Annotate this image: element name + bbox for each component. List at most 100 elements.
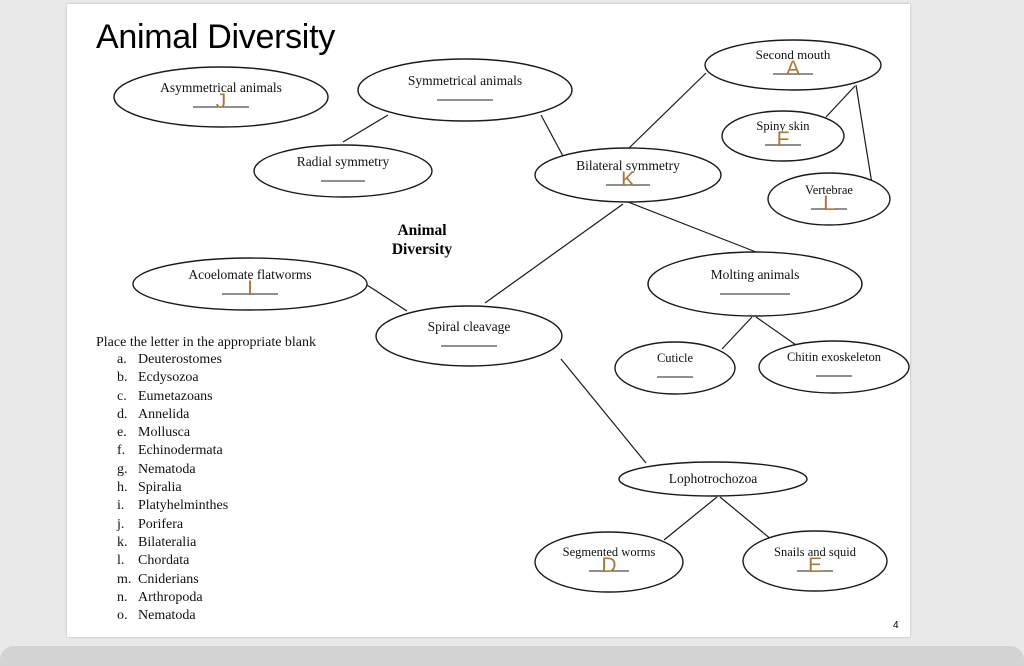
item-letter: o. [117,608,128,624]
list-item: g. Nematoda [117,461,316,479]
edge-lophotrochozoa-segmented [663,496,718,541]
list-item: n. Arthropoda [117,589,316,607]
item-text: Nematoda [138,608,196,624]
item-letter: m. [117,571,132,587]
item-text: Porifera [138,516,184,532]
page-title: Animal Diversity [96,18,335,56]
answer-letter: E [808,554,822,577]
edge-molting-chitin [755,316,797,346]
instructions-heading: Place the letter in the appropriate blan… [96,335,317,350]
node-label: Vertebrae [805,183,853,197]
list-item: e.Mollusca [117,424,316,442]
node-label: Lophotrochozoa [669,471,757,486]
node-ellipse [357,58,573,122]
node-lophotrochozoa: Lophotrochozoa [618,461,808,497]
edge-lophotrochozoa-snails [719,496,773,541]
item-letter: f. [117,443,126,459]
edge-bilateral-second-mouth [627,72,707,150]
node-label: Acoelomate flatworms [188,267,311,282]
item-text: Arthropoda [138,589,203,605]
answer-key-list: a. Deuterostomes b. Ecdysozoa c. Eumetazoan… [96,351,316,625]
node-label: Asymmetrical animals [160,80,282,95]
edge-acoelomate-spiral [366,284,408,312]
node-ellipse [721,110,845,162]
item-letter: g. [117,461,128,477]
node-ellipse [758,340,910,394]
item-letter: k. [117,534,128,550]
node-ellipse [647,251,863,317]
edge-bilateral-molting [627,201,757,253]
item-text: Echinodermata [138,443,223,459]
node-chitin: Chitin exoskeleton [758,340,910,394]
answer-letter: D [601,554,616,577]
node-label: Cuticle [657,351,694,365]
list-item: b. Ecdysozoa [117,369,316,387]
item-letter: b. [117,370,128,386]
item-text: Deuterostomes [138,352,222,367]
edge-spiral-lophotrochozoa [560,358,647,464]
item-letter: d. [117,406,128,422]
node-ellipse [742,530,888,592]
item-letter: n. [117,589,128,605]
center-label-line-1: Animal [397,222,447,239]
list-item: a. Deuterostomes [117,351,316,369]
node-ellipse [614,341,736,395]
item-text: Ecdysozoa [138,370,199,386]
node-label: Bilateral symmetry [576,158,680,173]
node-ellipse [704,39,882,91]
node-ellipse [132,257,368,311]
item-letter: i. [117,498,125,514]
node-ellipse [253,144,433,198]
list-item: o. Nematoda [117,607,316,625]
list-item: h. Spiralia [117,479,316,497]
item-letter: a. [117,352,127,367]
item-text: Nematoda [138,461,196,477]
edge-second-mouth-vertebrae [855,84,873,185]
edge-molting-cuticle [721,316,753,350]
item-text: Chordata [138,553,190,569]
node-spiral: Spiral cleavage [375,305,563,367]
item-letter: h. [117,480,128,496]
item-letter: c. [117,388,127,404]
list-item: c. Eumetazoans [117,388,316,406]
item-text: Spiralia [138,480,182,496]
connector-lines [342,72,873,541]
item-letter: e. [117,425,127,441]
list-item: j.Porifera [117,516,316,534]
node-ellipse [375,305,563,367]
answer-letter: I [247,277,253,300]
list-item: d.Annelida [117,406,316,424]
center-label-line-2: Diversity [391,241,453,258]
edge-second-mouth-spiny-skin [825,85,856,118]
node-ellipse [767,172,891,226]
list-item: l.Chordata [117,552,316,570]
list-item: k.Bilateralia [117,534,316,552]
node-label: Symmetrical animals [408,73,522,88]
node-molting: Molting animals [647,251,863,317]
node-label: Snails and squid [774,545,857,559]
node-label: Spiny skin [756,119,810,133]
answer-letter: J [216,90,227,113]
node-symmetrical: Symmetrical animals [357,58,573,122]
item-text: Eumetazoans [138,388,213,404]
node-cuticle: Cuticle [614,341,736,395]
node-radial: Radial symmetry [253,144,433,198]
node-ellipse [534,531,684,593]
node-label: Radial symmetry [297,154,390,169]
answer-letter: A [786,57,800,80]
node-ellipse [534,147,722,203]
node-label: Segmented worms [563,545,656,559]
answer-letter: L [823,192,835,215]
edge-symmetrical-bilateral [540,114,565,159]
item-text: Cniderians [138,571,199,587]
